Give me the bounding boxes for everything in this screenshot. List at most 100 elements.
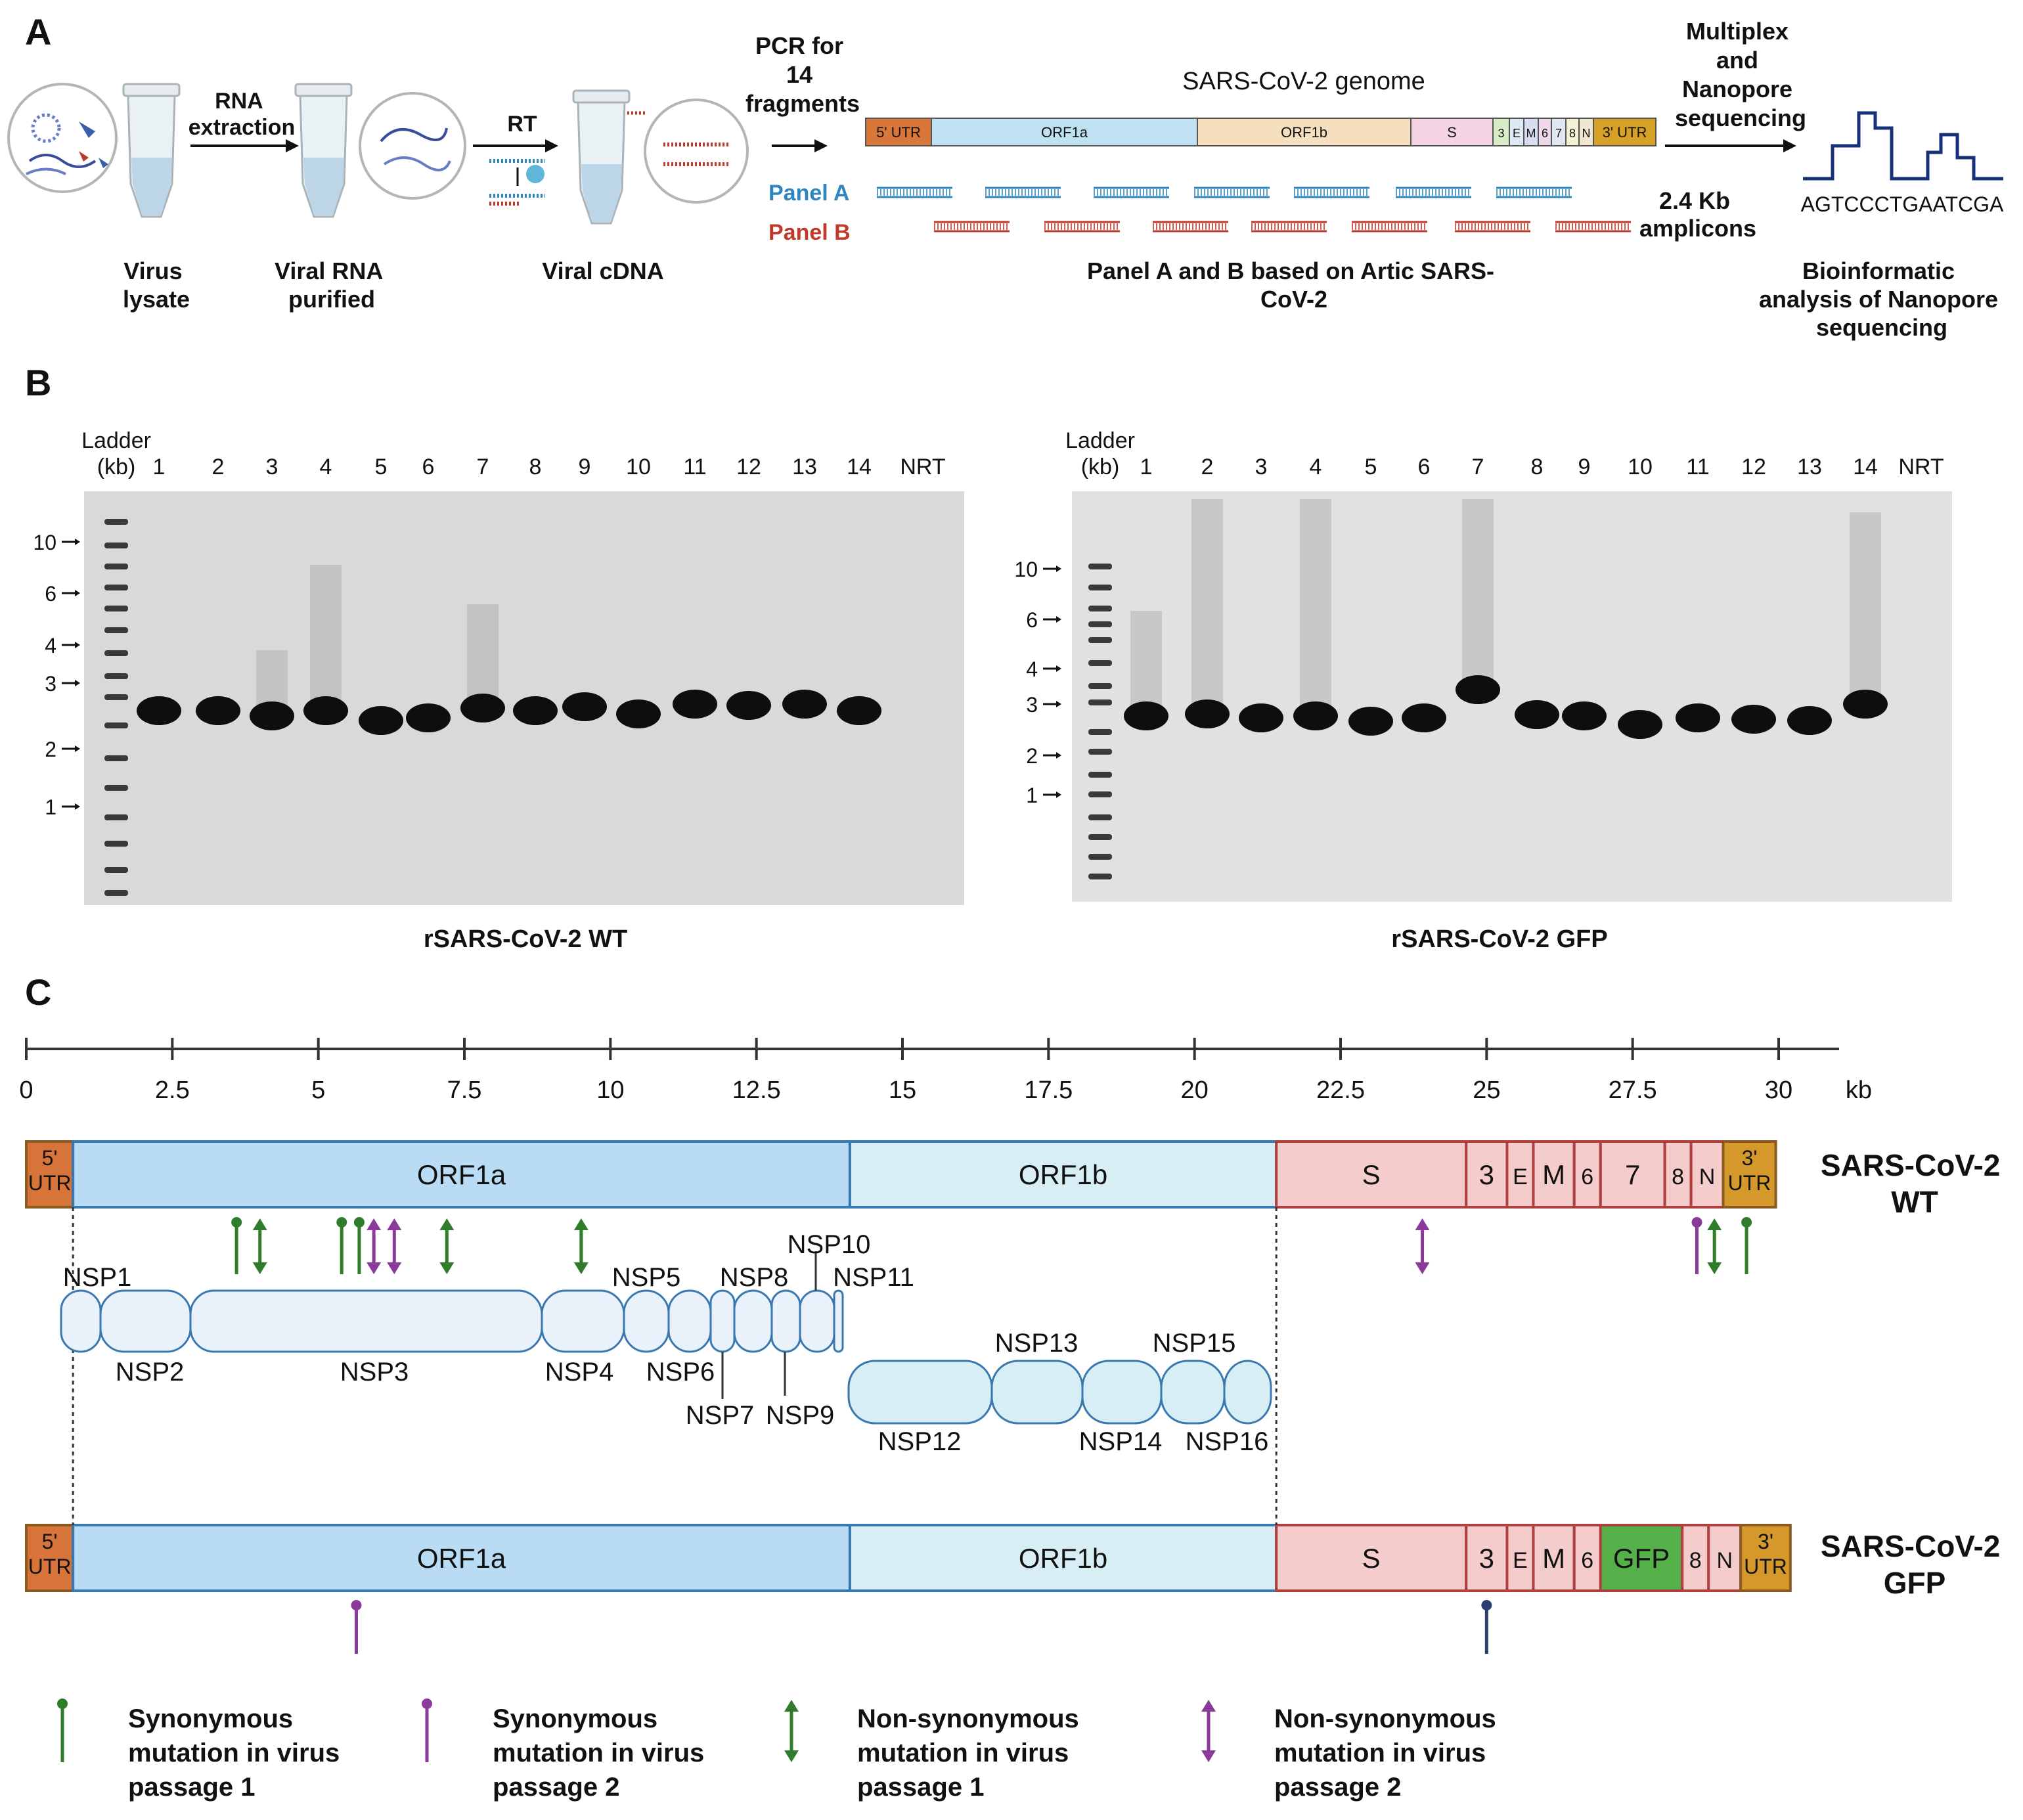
ladder-band: [104, 673, 128, 679]
lane-label: 11: [1686, 455, 1709, 479]
sample-band: [513, 696, 558, 725]
amplicon: [985, 187, 1061, 198]
genome-segment-label: GFP: [1613, 1543, 1670, 1574]
ladder-band: [1088, 772, 1112, 778]
step-sequencing: Multiplex and Nanopore sequencing: [1675, 18, 1806, 131]
wt-genome-name: SARS-CoV-2 WT: [1821, 1148, 2009, 1219]
genome-segment-label: ORF1a: [417, 1159, 506, 1190]
genome-segment-label: M: [1526, 127, 1536, 140]
amplicon: [877, 187, 952, 198]
ladder-band: [1088, 874, 1112, 879]
genome-segment-label: E: [1513, 1165, 1528, 1189]
sample-band: [1843, 690, 1888, 719]
genome-segment-label: N: [1716, 1548, 1733, 1573]
genome-segment-label: 8: [1689, 1548, 1702, 1573]
gfp-genome-name: SARS-CoV-2 GFP: [1821, 1529, 2009, 1600]
genome-segment: M: [1532, 1140, 1576, 1209]
size-marker-label: 6: [1026, 608, 1038, 632]
amplicon: [1352, 221, 1427, 233]
ladder-band: [104, 564, 128, 569]
size-marker-label: 3: [45, 672, 56, 696]
lane-label: 8: [1531, 455, 1544, 479]
axis-tick-label: 2.5: [155, 1076, 190, 1104]
ladder-label: Ladder(kb): [81, 428, 151, 479]
nsp-domain: [667, 1289, 712, 1353]
arrow-pcr: [772, 139, 828, 152]
axis-tick-label: 15: [889, 1076, 916, 1104]
lane-label: 14: [847, 455, 872, 479]
panel-letter-c: C: [25, 971, 51, 1013]
amplicon: [1153, 221, 1228, 233]
lane-label: 11: [683, 455, 706, 479]
ladder-band: [1088, 699, 1112, 705]
panel-a: A RNA extraction: [7, 11, 2005, 341]
amplicon: [934, 221, 1010, 233]
axis-tick-label: 27.5: [1609, 1076, 1657, 1104]
sample-band: [673, 690, 717, 719]
nsp-domain: [847, 1360, 993, 1425]
panel-letter-b: B: [25, 362, 51, 403]
band-smear: [467, 604, 499, 708]
genome-segment-label: S: [1362, 1159, 1381, 1190]
size-marker-label: 1: [1026, 784, 1038, 807]
synonymous-marker-icon: [57, 1698, 68, 1762]
genome-segment: 7: [1599, 1140, 1666, 1209]
ladder-band: [1088, 834, 1112, 840]
genome-segment: ORF1b: [848, 1140, 1278, 1209]
axis-tick-label: 12.5: [732, 1076, 781, 1104]
lane-label: 14: [1853, 455, 1878, 479]
genome-segment: N: [1578, 118, 1594, 146]
axis-tick-label: 30: [1765, 1076, 1792, 1104]
sample-band: [1618, 710, 1662, 739]
caption-cdna: Viral cDNA: [542, 257, 663, 284]
lane-label: 1: [1140, 455, 1153, 479]
nonsynonymous-arrow-icon: [1415, 1218, 1430, 1274]
genome-segment-label: 5'UTR: [28, 1530, 72, 1578]
ladder-band: [104, 585, 128, 590]
amplicon-size: 2.4 Kb amplicons: [1639, 187, 1756, 242]
ladder-band: [1088, 637, 1112, 643]
bioinfo-caption: Bioinformatic analysis of Nanopore seque…: [1759, 257, 2005, 341]
lane-label: 6: [422, 455, 435, 479]
band-smear: [1462, 499, 1494, 690]
size-marker-label: 6: [45, 582, 56, 606]
ladder-band: [104, 814, 128, 820]
genome-segment-label: 8: [1672, 1165, 1684, 1189]
ladder-band: [104, 841, 128, 847]
arrow-sequencing: [1665, 139, 1796, 152]
amplicon: [1044, 221, 1120, 233]
genome-segment: S: [1410, 118, 1494, 146]
genome-segment: 3'UTR: [1739, 1524, 1792, 1592]
genome-segment-label: 6: [1542, 127, 1548, 140]
ladder-band: [104, 890, 128, 896]
genome-segment: N: [1689, 1140, 1725, 1209]
panels-caption: Panel A and B based on Artic SARS- CoV-2: [1087, 257, 1501, 313]
size-marker-label: 4: [45, 634, 56, 657]
genome-segment-label: 5'UTR: [28, 1146, 72, 1195]
amplicon: [1094, 187, 1169, 198]
amplicon: [1251, 221, 1327, 233]
lane-label: 4: [320, 455, 332, 479]
nonsynonymous-arrow-icon: [387, 1218, 402, 1274]
synonymous-marker-icon: [231, 1217, 242, 1274]
sample-band: [359, 706, 403, 735]
tube-icon-cdna: [572, 89, 647, 225]
band-smear: [310, 565, 342, 711]
ladder-band: [1088, 564, 1112, 569]
nsp-domain: [99, 1289, 192, 1353]
genome-segment: 3: [1465, 1140, 1509, 1209]
nsp-label: NSP12: [878, 1427, 962, 1456]
genome-segment: M: [1523, 118, 1539, 146]
genome-title: SARS-CoV-2 genome: [1182, 68, 1425, 95]
rna-strands-icon: [359, 92, 466, 200]
sample-band: [1348, 707, 1393, 736]
genome-segment: ORF1b: [1197, 118, 1412, 146]
virus-particles-icon: [7, 83, 118, 193]
axis-unit: kb: [1846, 1076, 1872, 1104]
